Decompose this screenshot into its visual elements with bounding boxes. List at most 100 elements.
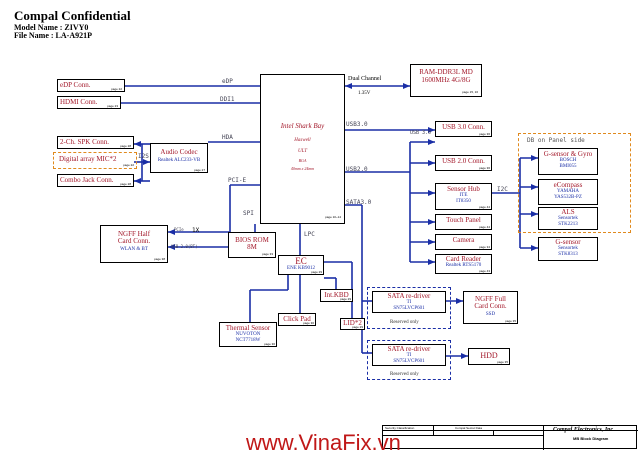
ecompass-vendor: YAMAHA xyxy=(557,189,579,195)
lid-page: page 29 xyxy=(352,325,363,329)
audio-codec: Audio Codec Realtek ALC233-VB page 27 xyxy=(150,143,208,173)
ec-block: EC ENE KB9012 page 29 xyxy=(278,255,324,275)
card-page: page 43 xyxy=(479,269,490,273)
gsensor-gyro-part: BMI055 xyxy=(559,163,577,169)
lid-switch: LID*2 page 29 xyxy=(340,318,365,330)
sata-redriver-1-vendor: TI xyxy=(406,300,412,306)
ec-page: page 29 xyxy=(311,270,322,274)
speaker-page: page 28 xyxy=(120,144,131,148)
bus-label-ngff-pcie: PCIe xyxy=(174,227,184,232)
hdmi-conn: HDMI Conn. page 23 xyxy=(57,96,121,109)
bus-label-usb3: USB3.0 xyxy=(346,121,368,128)
bus-label-hda: HDA xyxy=(222,134,233,141)
card-reader-part: Realtek RTS5170 xyxy=(445,263,482,269)
thermal-sensor: Thermal Sensor NUVOTON NCT7718W page 30 xyxy=(219,322,277,347)
hdd-page: page 35 xyxy=(497,360,508,364)
clickpad-page: page 30 xyxy=(303,321,314,325)
camera: Camera page 34 xyxy=(435,234,492,250)
bus-label-x1: 1X xyxy=(192,227,200,234)
usb3-conn: USB 3.0 Conn. page 36 xyxy=(435,121,492,137)
bus-label-usb2: USB2.0 xyxy=(346,166,368,173)
ram-voltage: 1.35V xyxy=(358,91,371,96)
mic-page: page 22 xyxy=(123,163,134,167)
ecompass-title: eCompass xyxy=(553,181,583,189)
usb3-conn-label: USB 3.0 Conn. xyxy=(442,123,485,131)
usb2-conn: USB 2.0 Conn. page 36 xyxy=(435,155,492,171)
hdmi-page: page 23 xyxy=(107,104,118,108)
sensor-hub: Sensor Hub ITE IT8350 page 44 xyxy=(435,183,492,210)
title-block-sheet: MB Block Diagram xyxy=(573,436,609,441)
ngff-wlan-page: page 38 xyxy=(154,257,165,261)
combo-jack-conn: Combo Jack Conn. page 28 xyxy=(57,174,134,187)
ngff-ssd-conn: NGFF Full Card Conn. SSD page 35 xyxy=(463,291,518,324)
sata-redriver-1: SATA re-driver TI SN75LVCP601 xyxy=(372,291,446,313)
audio-codec-part: Realtek ALC233-VB xyxy=(157,158,201,164)
ngff-wlan-l1: NGFF Half xyxy=(117,230,151,238)
model-name: Model Name : ZIVY0 xyxy=(14,23,89,32)
lid-switch-label: LID*2 xyxy=(343,319,362,327)
codec-page: page 27 xyxy=(194,168,205,172)
gsensor-2-vendor: Sensortek xyxy=(558,246,578,252)
sata-redriver-2-title: SATA re-driver xyxy=(387,345,431,353)
ngff-ssd-l2: Card Conn. xyxy=(474,302,507,311)
hdd-label: HDD xyxy=(480,351,498,360)
ngff-wlan-conn: NGFF Half Card Conn. WLAN & BT page 38 xyxy=(100,225,168,263)
ecompass-part: YAS532B-PZ xyxy=(554,194,582,200)
edp-conn: eDP Conn. page 22 xyxy=(57,79,125,92)
als-vendor: Sensortek xyxy=(558,216,578,222)
ram-spec: 1600MHz 4G/8G xyxy=(421,76,471,85)
usb2-page: page 36 xyxy=(479,166,490,170)
sensor-hub-title: Sensor Hub xyxy=(447,185,480,193)
ram-type: RAM-DDR3L MD xyxy=(419,68,473,76)
click-pad: Click Pad page 30 xyxy=(278,313,316,326)
cpu-package: BGA xyxy=(298,157,307,163)
sata-redriver-2-part: SN75LVCP601 xyxy=(393,358,425,364)
usb3-page: page 36 xyxy=(479,132,490,136)
sata-redriver-2-note: Reserved only xyxy=(390,372,419,377)
thermal-page: page 30 xyxy=(264,342,275,346)
title-block: Security Classification Compal Secret Da… xyxy=(382,425,638,450)
ngff-ssd-l1: NGFF Full xyxy=(475,295,506,303)
gsensor-2: G-sensor Sensortek STK8313 xyxy=(538,237,598,261)
ram-channel-label: Dual Channel xyxy=(348,76,382,82)
hdmi-conn-label: HDMI Conn. xyxy=(60,98,98,106)
ngff-ssd-page: page 35 xyxy=(505,319,516,323)
sensor-hub-vendor: ITE xyxy=(459,193,468,199)
digital-mic-label: Digital array MIC*2 xyxy=(59,155,117,163)
ec-title: EC xyxy=(295,256,307,266)
bus-label-spi: SPI xyxy=(243,210,254,217)
combo-jack-label: Combo Jack Conn. xyxy=(60,176,114,184)
thermal-sensor-vendor: NUVOTON xyxy=(235,332,261,338)
title-block-company: Compal Electronics, Inc. xyxy=(553,427,615,433)
usb2-conn-label: USB 2.0 Conn. xyxy=(442,157,485,165)
title-block-security: Security Classification xyxy=(385,426,415,430)
bus-label-lpc: LPC xyxy=(304,231,315,238)
speaker-conn-label: 2-Ch. SPK Conn. xyxy=(60,138,110,146)
gsensor-gyro-vendor: BOSCH xyxy=(559,158,577,164)
cpu-page: page 10~14 xyxy=(325,215,341,219)
sata-redriver-1-title: SATA re-driver xyxy=(387,292,431,300)
bus-label-sata: SATA3.0 xyxy=(346,199,372,206)
title-block-secret: Compal Secret Data xyxy=(455,426,483,430)
touch-panel: Touch Panel page 44 xyxy=(435,214,492,230)
sata-redriver-1-note: Reserved only xyxy=(390,320,419,325)
speaker-conn: 2-Ch. SPK Conn. page 28 xyxy=(57,136,134,149)
card-reader: Card Reader Realtek RTS5170 page 43 xyxy=(435,254,492,274)
ngff-wlan-l2: Card Conn. xyxy=(117,237,151,246)
bus-label-i2s: I2S xyxy=(138,153,149,160)
hdd: HDD page 35 xyxy=(468,348,510,365)
edp-conn-label: eDP Conn. xyxy=(60,81,91,89)
sensor-hub-part: IT8350 xyxy=(456,198,471,204)
ngff-wlan-l3: WLAN & BT xyxy=(120,246,148,252)
bios-page: page 33 xyxy=(262,252,273,256)
bus-label-usb-bt: USB 2.0(BT) xyxy=(171,244,198,249)
touch-page: page 44 xyxy=(479,225,490,229)
sata-redriver-2: SATA re-driver TI SN75LVCP601 xyxy=(372,344,446,366)
file-name: File Name : LA-A921P xyxy=(14,31,92,40)
panel-dashed-frame xyxy=(518,133,631,233)
ecompass: eCompass YAMAHA YAS532B-PZ xyxy=(538,179,598,205)
audio-codec-title: Audio Codec xyxy=(160,148,198,156)
thermal-sensor-part: NCT7718W xyxy=(235,337,261,343)
als-part: STK2213 xyxy=(558,221,578,227)
